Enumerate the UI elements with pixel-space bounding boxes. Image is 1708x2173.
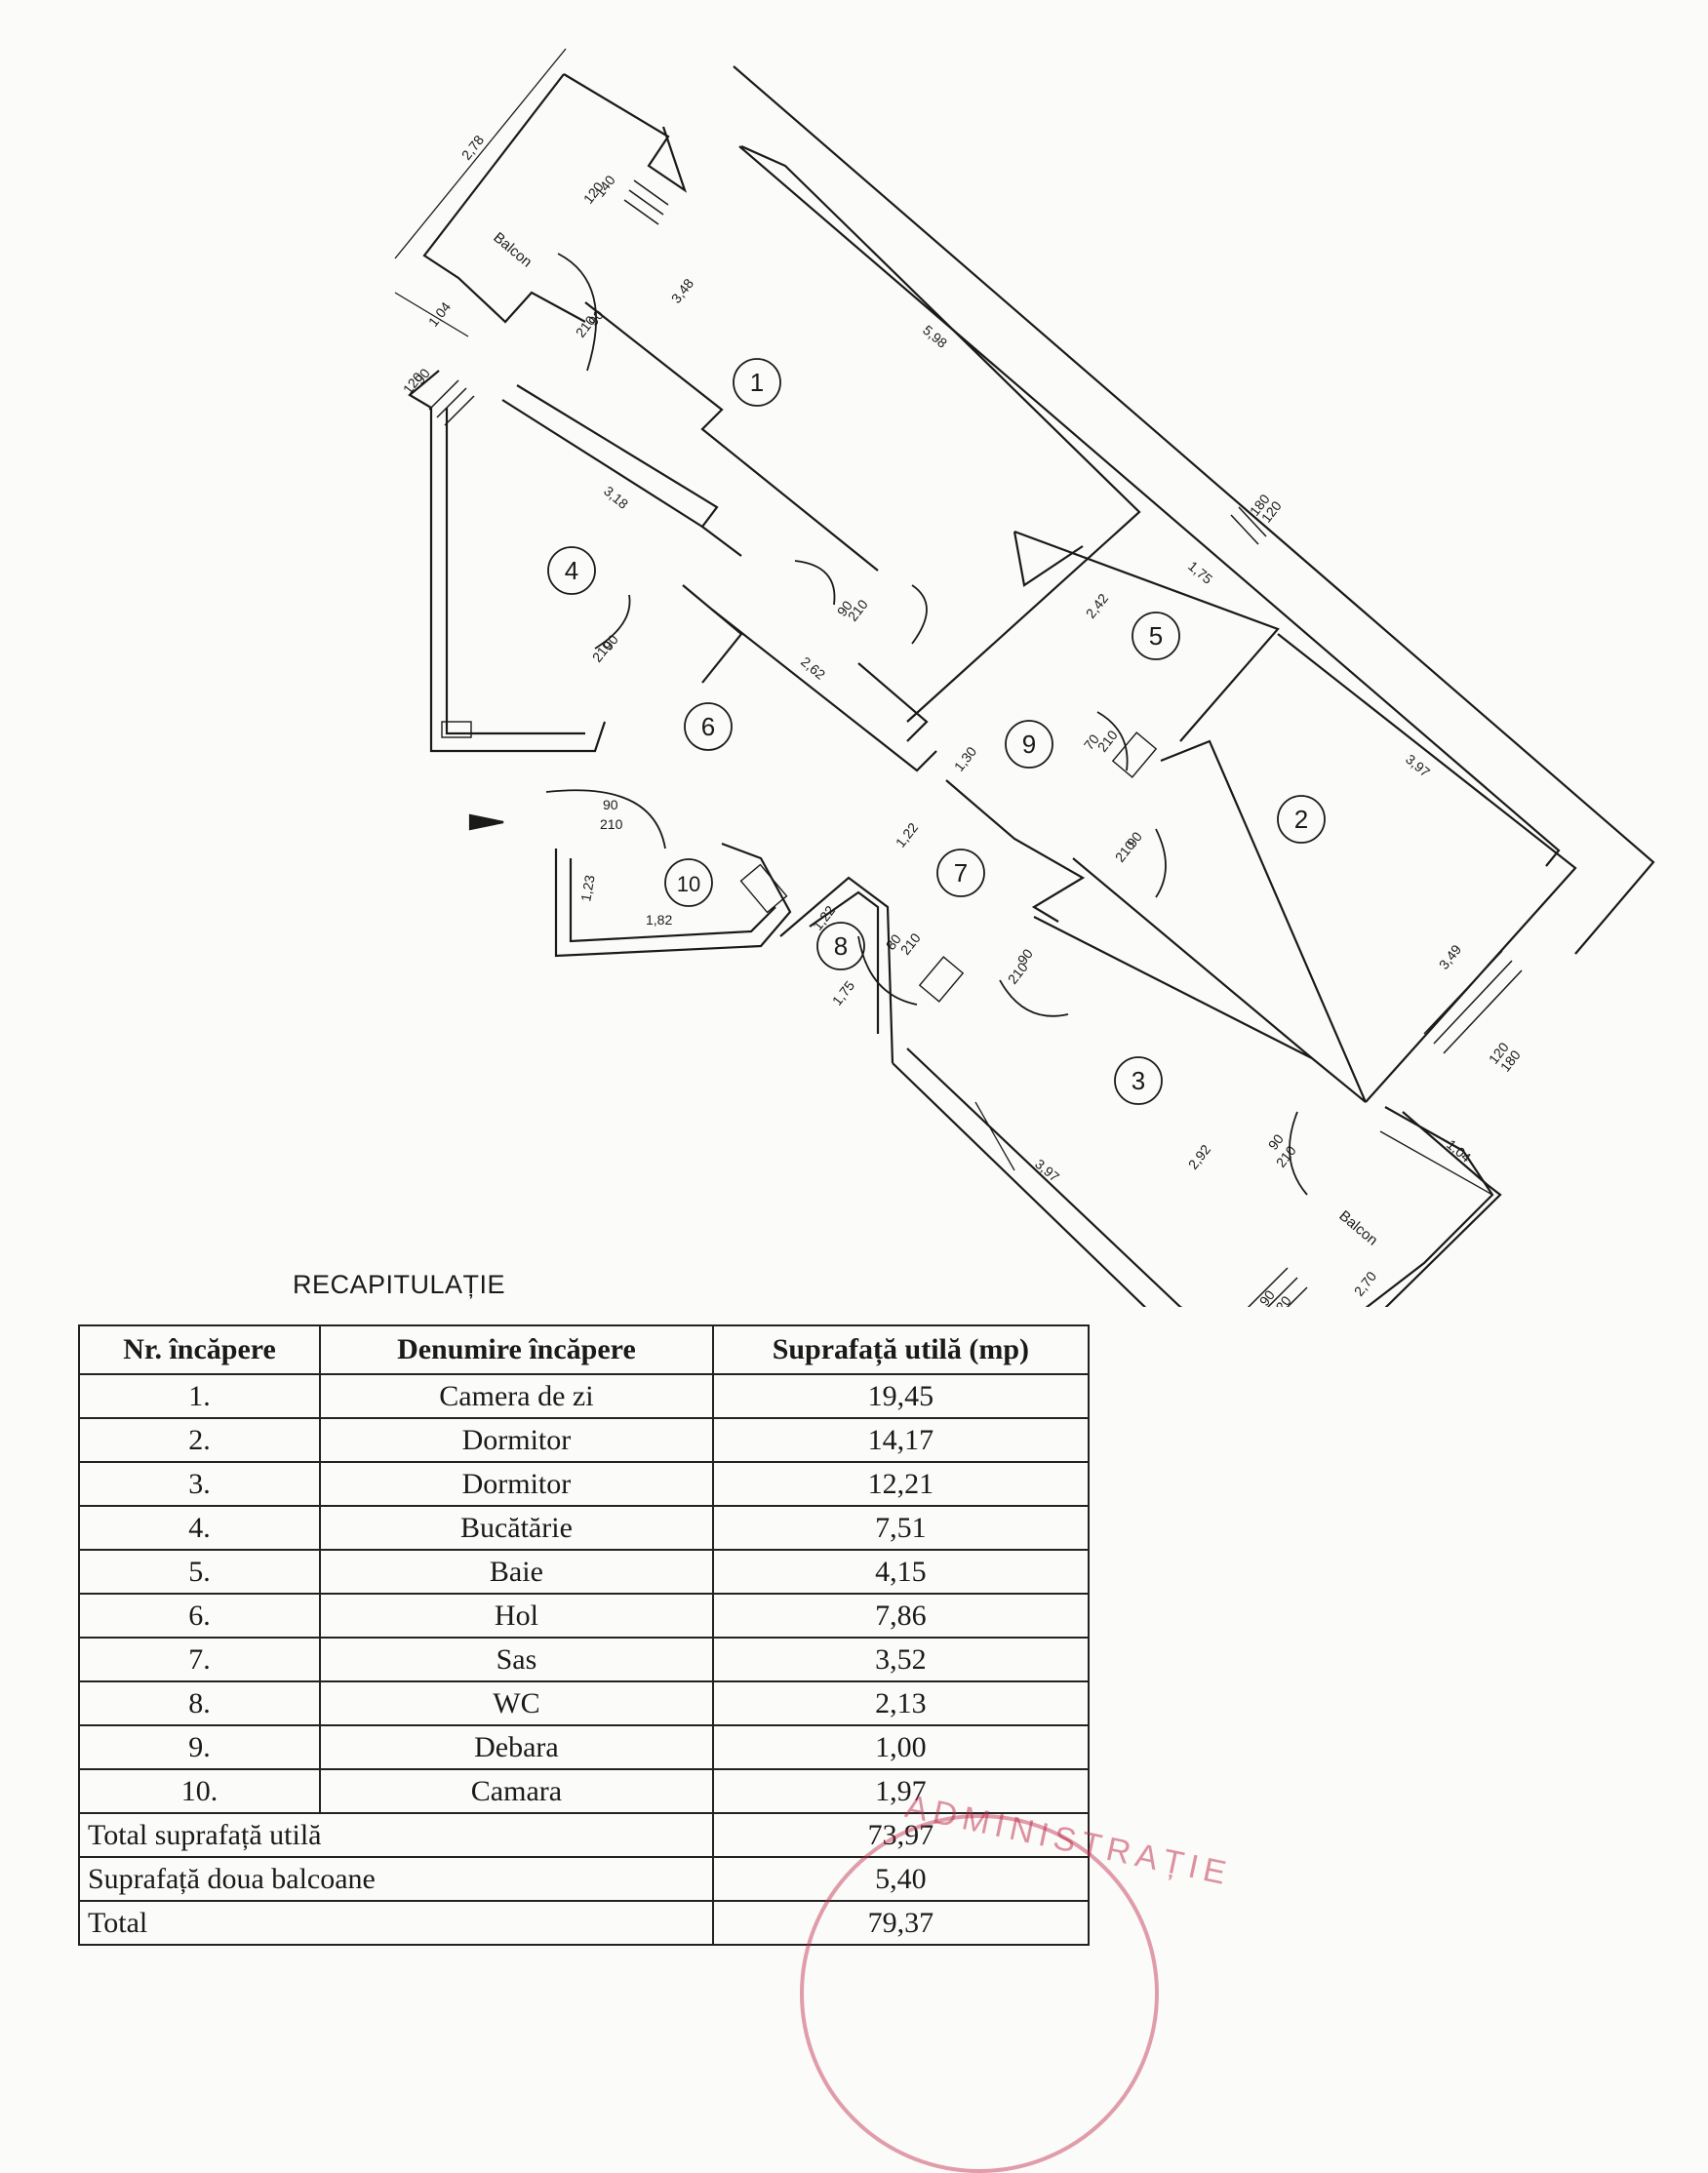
room-label-3: 3: [1132, 1066, 1145, 1095]
entry-arrow-icon: [468, 813, 504, 831]
kitchen-outer: [408, 370, 607, 753]
dimension-label: 3,49: [1436, 941, 1465, 971]
room1-wall: [740, 144, 1141, 723]
pantry-inner: [569, 858, 776, 943]
kitchen-top-wall: [516, 384, 742, 557]
dimension-label: 2,42: [1083, 590, 1112, 620]
table-header-row: Nr. încăpere Denumire încăpere Suprafață…: [77, 1324, 1091, 1375]
dimension-label: 210: [845, 596, 871, 623]
room1-left: [584, 301, 879, 572]
hall-lower: [682, 584, 743, 684]
dimension-label: 3,97: [1403, 751, 1433, 780]
dimension-label: 1,75: [829, 977, 858, 1007]
hatched-columns: [441, 721, 1158, 1003]
room-label-7: 7: [954, 858, 968, 888]
dimension-label: 1,30: [951, 743, 980, 773]
room3-wall: [1033, 916, 1313, 1059]
room3-top: [1072, 857, 1367, 1103]
window-marks: [428, 179, 1523, 1307]
hall-wall-1: [711, 609, 937, 772]
room2-wall: [1277, 633, 1577, 1103]
wall-top-right-inner: [738, 145, 1561, 867]
dimension-label: 2,92: [1185, 1141, 1214, 1171]
dimension-label: 5,98: [920, 322, 950, 351]
room-circles: [547, 358, 1326, 1105]
dimension-label: 1,22: [893, 819, 922, 849]
kitchen-inner: [445, 408, 585, 735]
room-label-5: 5: [1149, 621, 1163, 651]
dimension-label: 210: [1094, 727, 1121, 754]
room-label-2: 2: [1294, 805, 1308, 834]
room-label-1: 1: [750, 368, 764, 397]
room-label-4: 4: [565, 556, 578, 585]
dimension-label: 1,82: [646, 912, 672, 928]
balcony-right: [1365, 1106, 1494, 1307]
room1-bottom: [857, 662, 929, 742]
balcony-right-outer: [1384, 1111, 1502, 1307]
dimension-label: 90: [603, 797, 618, 812]
dimension-label: 1,23: [577, 874, 598, 903]
floor-plan: 1 2 3 4 5 6 7 8 9 10 Balcon Balcon 2,78 …: [394, 48, 1655, 1307]
header-area: Suprafață utilă (mp): [711, 1324, 1091, 1375]
pantry-walls: [554, 842, 792, 958]
room-label-6: 6: [701, 712, 715, 741]
kitchen-wall-inner: [501, 399, 703, 528]
balcony-label-top: Balcon: [490, 229, 535, 271]
dimension-label: 2,70: [1351, 1268, 1380, 1298]
table-caption: RECAPITULAȚIE: [293, 1270, 506, 1299]
dimension-label: 3,18: [601, 483, 631, 512]
dimension-label: 2,78: [458, 132, 488, 162]
room5-wall: [1013, 530, 1280, 742]
wall-top-right: [733, 65, 1655, 955]
header-name: Denumire încăpere: [319, 1324, 714, 1375]
room7-walls: [945, 779, 1086, 923]
balcony-top-outer: [422, 73, 586, 324]
header-nr: Nr. încăpere: [77, 1324, 322, 1375]
room2-left: [1160, 739, 1368, 1103]
wc-inner: [809, 890, 880, 1034]
dimension-label: 1,75: [1185, 558, 1215, 587]
wc-walls: [779, 876, 894, 1064]
room3-bottom-inner: [906, 1047, 1183, 1307]
recap-table: Nr. încăpere Denumire încăpere Suprafață…: [77, 1324, 1091, 1946]
dimension-label: 210: [897, 929, 924, 957]
room-label-9: 9: [1022, 730, 1036, 759]
dimension-lines: [394, 48, 1493, 1196]
balcony-top: [563, 73, 688, 193]
balcony-label-right: Balcon: [1335, 1207, 1380, 1249]
room-label-10: 10: [677, 872, 700, 896]
dimension-label: 210: [600, 816, 623, 832]
room5-left: [1013, 531, 1084, 587]
door-arcs: [545, 253, 1308, 1196]
room-label-8: 8: [834, 931, 848, 961]
dimension-label: 3,48: [668, 275, 697, 305]
room3-bottom: [892, 1062, 1147, 1307]
dimension-label: 2,62: [798, 653, 828, 683]
